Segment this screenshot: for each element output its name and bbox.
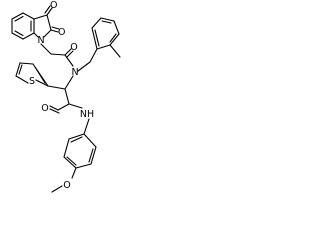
double-bond-inner (14, 30, 24, 37)
bond (22, 12, 35, 20)
double-bond-inner (94, 29, 100, 47)
atom-nitrogen-isatin: N (37, 35, 44, 46)
bond (33, 32, 39, 38)
bond (50, 53, 66, 56)
double-bond-inner (66, 156, 77, 166)
bond (15, 62, 21, 77)
bond (11, 12, 24, 20)
atom-oxygen-methoxy: O (63, 180, 70, 191)
bond (91, 17, 102, 29)
carbonyl-bond (46, 7, 53, 16)
bond (46, 14, 52, 31)
carbonyl-bond (66, 50, 74, 58)
methoxyphenyl-ring (51, 133, 97, 193)
double-bond-inner (88, 148, 94, 163)
thiophene-ring (15, 62, 49, 87)
atom-oxygen-top: O (50, 0, 57, 11)
bond (83, 118, 90, 135)
molecule-canvas: O O N O N S O NH O (0, 0, 132, 234)
double-bond-inner (14, 15, 24, 22)
alpha-carbon (47, 75, 74, 105)
carbonyl-bond (49, 108, 60, 114)
bond (100, 17, 115, 22)
bond (90, 146, 97, 165)
bond (43, 29, 52, 38)
double-bond-inner (101, 20, 112, 24)
bond (91, 27, 98, 50)
atom-nh-anilide: NH (80, 109, 94, 120)
molecule-structure: O O N O N S O NH O (11, 0, 121, 193)
bond (63, 156, 77, 169)
bond (47, 85, 66, 90)
bond (64, 75, 74, 90)
carbonyl-bond (51, 26, 60, 30)
atom-sulfur-thiophene: S (29, 76, 35, 87)
carbonyl-bond (50, 29, 59, 33)
bond (63, 138, 70, 158)
bond (75, 163, 92, 169)
acetamide-linker (40, 43, 74, 67)
bond (83, 133, 97, 148)
atom-oxygen-right: O (58, 27, 65, 38)
bond (57, 103, 70, 111)
bond (113, 20, 120, 35)
bond (96, 44, 111, 50)
bond (68, 133, 85, 140)
atom-oxygen-anilide: O (41, 103, 48, 114)
double-bond-inner (109, 33, 117, 43)
bond (109, 33, 120, 46)
carbonyl-bond (64, 48, 72, 56)
methyl-bond (109, 44, 121, 58)
bond (77, 61, 91, 72)
bond (64, 88, 70, 105)
bond (22, 32, 35, 40)
bond (33, 14, 48, 20)
bond (15, 75, 29, 84)
bond (11, 32, 24, 40)
methoxy-bond (51, 185, 63, 193)
methylbenzyl-group (77, 17, 121, 72)
isatin-pyrrole-ring (33, 5, 60, 38)
atom-nitrogen-amide: N (71, 67, 78, 78)
double-bond-inner (18, 64, 23, 75)
bond (89, 48, 98, 63)
atom-oxygen-amide: O (70, 42, 77, 53)
double-bond-inner (34, 66, 46, 84)
bond (68, 103, 83, 109)
carbonyl-bond (49, 105, 59, 111)
methoxy-bond (71, 167, 77, 179)
anilide-amide (49, 103, 90, 135)
double-bond-inner (70, 136, 83, 143)
bond (64, 54, 74, 67)
bond (40, 43, 52, 55)
bond (35, 79, 49, 87)
carbonyl-bond (44, 5, 51, 14)
bond (19, 62, 34, 65)
isatin-benzene-ring (11, 12, 35, 40)
